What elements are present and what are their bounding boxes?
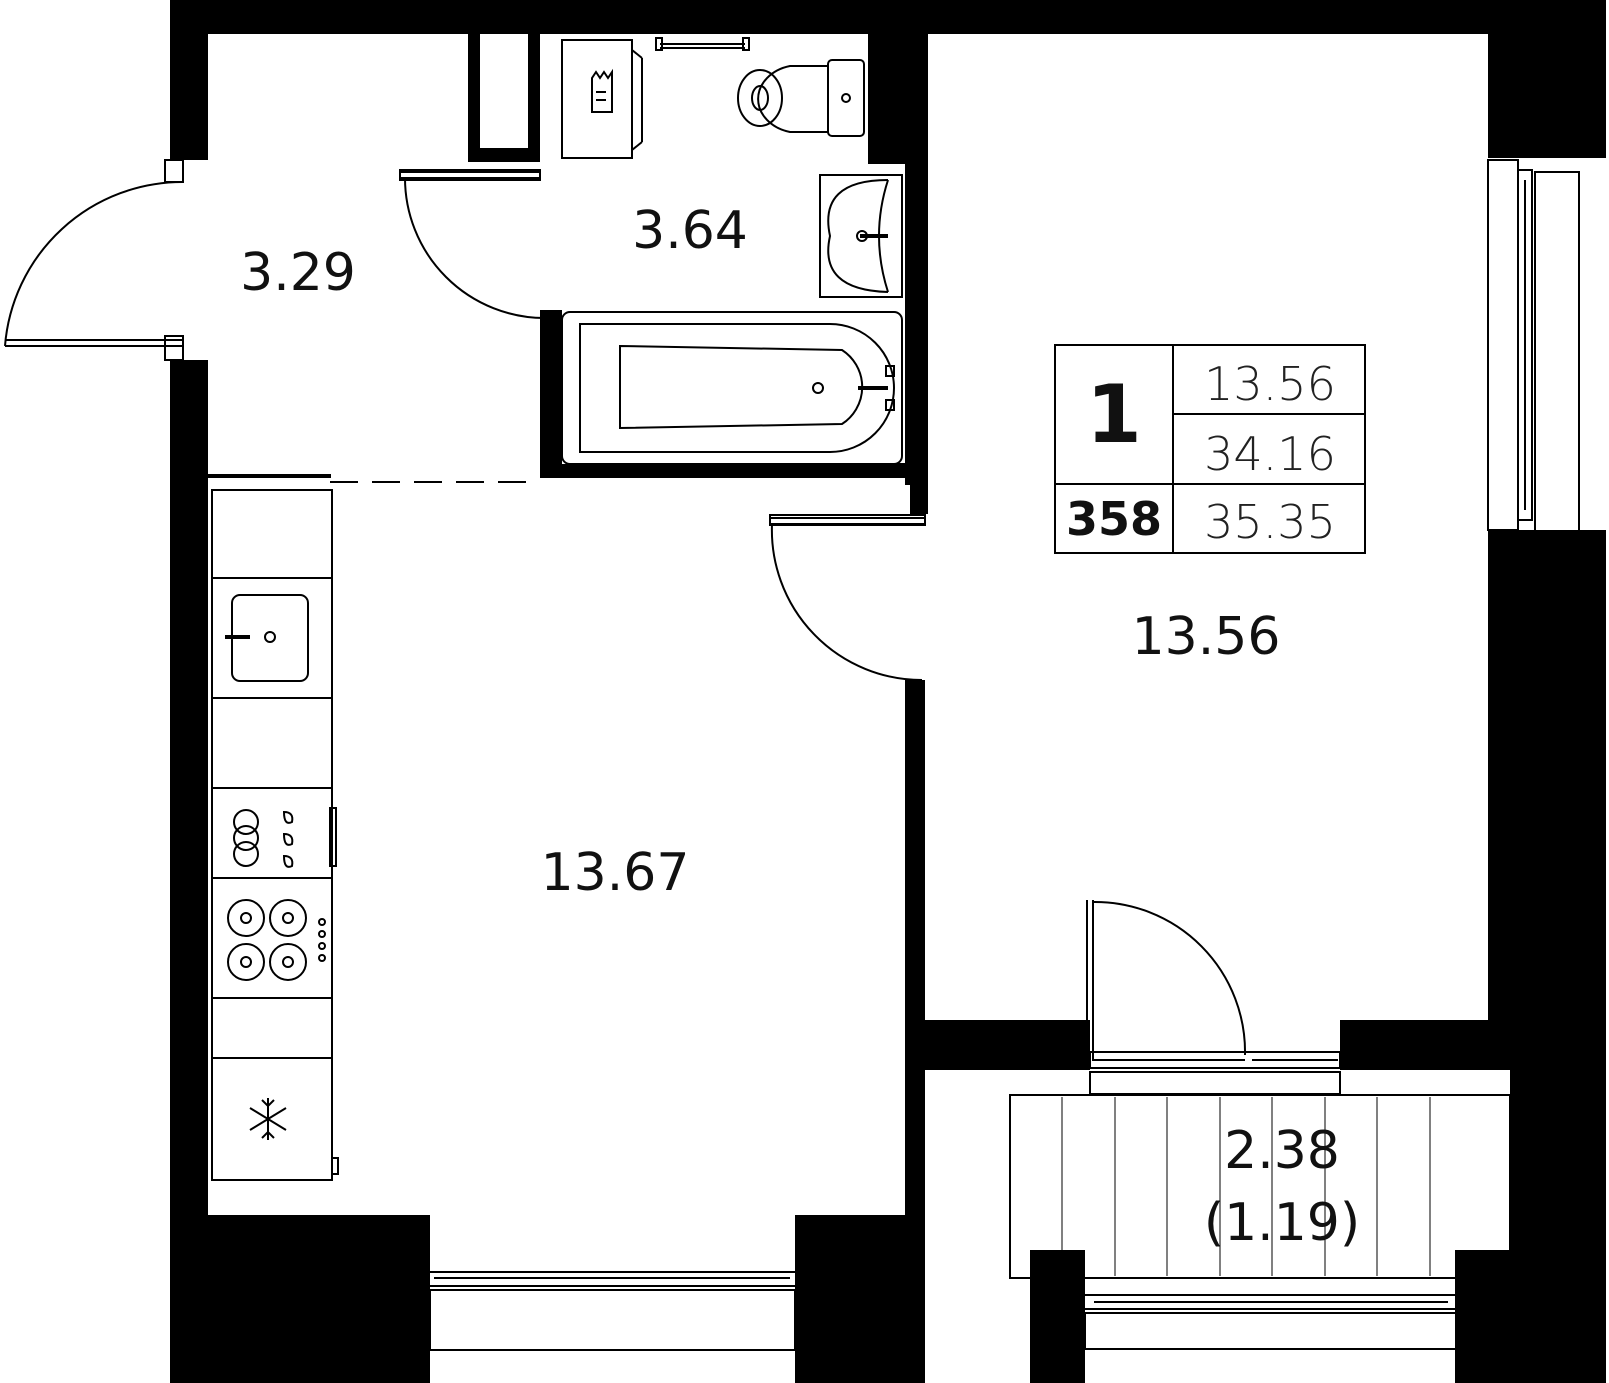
info-apartment-number: 358 — [1066, 492, 1162, 546]
washing-machine-icon — [561, 39, 643, 159]
info-room-count: 1 — [1086, 368, 1142, 461]
dishwasher-icon — [233, 807, 337, 868]
bathroom-area-label: 3.64 — [632, 201, 748, 261]
apartment-info-box: 1 358 13.56 34.16 35.35 — [1054, 344, 1366, 554]
bathtub-icon — [561, 311, 903, 465]
kitchen-sink-icon — [225, 594, 309, 682]
walls — [170, 0, 1606, 1383]
balcony-floor — [1009, 1094, 1511, 1279]
bedroom-window — [1487, 159, 1580, 533]
info-area-no-balcony: 34.16 — [1204, 427, 1336, 481]
kitchen-area-label: 13.67 — [541, 843, 690, 903]
bathroom-sink-icon — [819, 174, 903, 298]
info-total-area: 35.35 — [1204, 495, 1336, 549]
towel-rail-icon — [655, 37, 750, 51]
kitchen-counter — [211, 489, 333, 1181]
fridge-snowflake-icon — [249, 1098, 339, 1175]
bathroom-door — [399, 169, 546, 319]
info-living-area: 13.56 — [1204, 357, 1336, 411]
kitchen-window — [421, 1271, 803, 1351]
entrance-door — [4, 159, 184, 361]
balcony-coeff-area-label: (1.19) — [1204, 1193, 1360, 1253]
bedroom-area-label: 13.56 — [1132, 607, 1281, 667]
balcony-window — [1081, 1294, 1461, 1350]
toilet-icon — [737, 59, 865, 137]
hall-area-label: 3.29 — [240, 243, 356, 303]
bedroom-door — [769, 514, 926, 681]
balcony-area-label: 2.38 — [1224, 1121, 1340, 1181]
stove-icon — [227, 899, 326, 981]
